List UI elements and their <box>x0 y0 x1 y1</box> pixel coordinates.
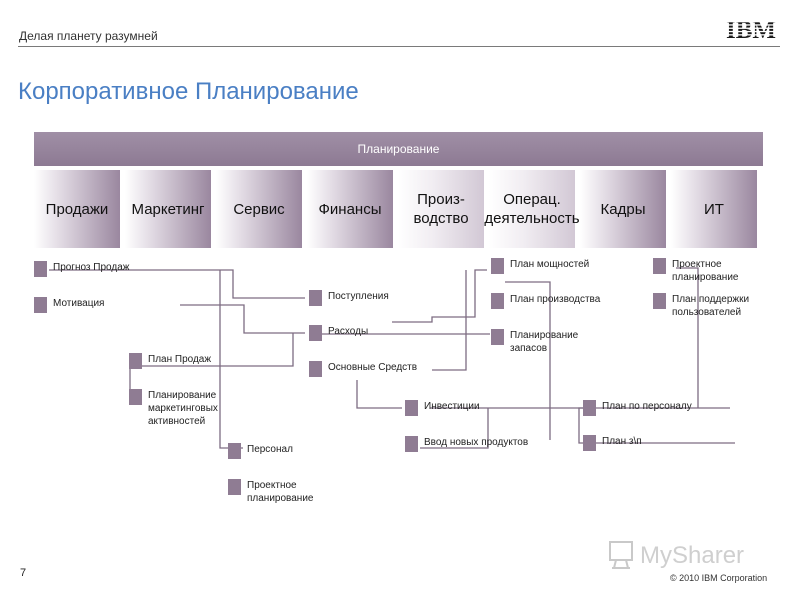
connector-line <box>505 281 551 440</box>
item-sales-plan: План Продаж <box>129 353 211 369</box>
item-sales-forecast: Прогноз Продаж <box>34 261 129 277</box>
item-label: План з\п <box>602 436 642 447</box>
dept-label: Продажи <box>45 200 109 218</box>
item-label: Проектное планирование <box>672 259 739 283</box>
item-label: Прогноз Продаж <box>53 262 130 273</box>
dept-service: Сервис <box>216 170 302 248</box>
svg-text:MySharer: MySharer <box>640 542 744 569</box>
dept-sales: Продажи <box>34 170 120 248</box>
connector-line <box>146 333 294 367</box>
copyright: © 2010 IBM Corporation <box>670 573 768 583</box>
dept-production: Произ- водство <box>398 170 484 248</box>
page-title: Корпоративное Планирование <box>18 78 359 105</box>
item-personnel: Персонал <box>228 443 293 459</box>
item-project-planning-it: Проектное планирование <box>653 258 738 284</box>
dept-label: Кадры <box>600 200 646 218</box>
item-marker <box>34 261 47 277</box>
connector-line <box>356 380 402 409</box>
item-label: План поддержки пользователей <box>672 294 750 318</box>
item-label: План по персоналу <box>602 401 692 412</box>
item-production-plan: План производства <box>491 293 600 309</box>
item-motivation: Мотивация <box>34 297 104 313</box>
item-project-planning-service: Проектное планирование <box>228 479 313 505</box>
item-expenses: Расходы <box>309 325 368 341</box>
item-label: Планирование маркетинговых активностей <box>148 390 218 427</box>
item-marker <box>34 297 47 313</box>
item-marker <box>653 258 666 274</box>
item-label: Мотивация <box>53 298 105 309</box>
item-inventory-planning: Планирование запасов <box>491 329 578 355</box>
planning-bar-label: Планирование <box>357 142 440 156</box>
item-fixed-assets: Основные Средств <box>309 361 417 377</box>
item-label: План Продаж <box>148 354 212 365</box>
item-marker <box>405 400 418 416</box>
item-marker <box>129 389 142 405</box>
dept-operations: Операц. деятельность <box>484 170 580 248</box>
connector-line <box>180 304 305 334</box>
item-label: Персонал <box>247 444 293 455</box>
item-label: Планирование запасов <box>510 330 579 354</box>
dept-label: Маркетинг <box>131 200 205 218</box>
item-label: Основные Средств <box>328 362 418 373</box>
dept-label: Произ- водство <box>413 191 469 227</box>
ibm-logo: IBM <box>724 17 779 41</box>
item-label: План мощностей <box>510 259 590 270</box>
item-label: Расходы <box>328 326 369 337</box>
item-marker <box>228 443 241 459</box>
item-marker <box>129 353 142 369</box>
planning-bar: Планирование <box>34 132 763 166</box>
header-divider <box>18 46 780 47</box>
item-user-support-plan: План поддержки пользователей <box>653 293 749 319</box>
item-marker <box>309 361 322 377</box>
page-number: 7 <box>20 567 27 579</box>
item-marker <box>491 293 504 309</box>
item-marker <box>583 435 596 451</box>
dept-label: Сервис <box>233 200 285 218</box>
item-new-products: Ввод новых продуктов <box>405 436 528 452</box>
item-marker <box>491 329 504 345</box>
item-label: Проектное планирование <box>247 480 314 504</box>
dept-finance: Финансы <box>307 170 393 248</box>
item-marker <box>583 400 596 416</box>
item-label: План производства <box>510 294 601 305</box>
monitor-icon <box>609 541 633 561</box>
connector-line <box>676 267 699 408</box>
dept-hr: Кадры <box>580 170 666 248</box>
connector-line <box>420 443 489 449</box>
connector-line <box>219 270 243 449</box>
item-marker <box>309 325 322 341</box>
connector-line <box>392 269 487 323</box>
dept-marketing: Маркетинг <box>125 170 211 248</box>
item-label: Ввод новых продуктов <box>424 437 529 448</box>
item-marker <box>653 293 666 309</box>
item-label: Поступления <box>328 291 389 302</box>
item-marker <box>228 479 241 495</box>
item-marketing-planning: Планирование маркетинговых активностей <box>129 389 218 428</box>
item-staff-plan: План по персоналу <box>583 400 692 416</box>
item-label: Инвестиции <box>424 401 480 412</box>
dept-label: Операц. деятельность <box>484 191 580 227</box>
item-investments: Инвестиции <box>405 400 480 416</box>
dept-label: Финансы <box>318 200 382 218</box>
connector-line <box>432 270 467 371</box>
dept-it: ИТ <box>671 170 757 248</box>
item-capacity-plan: План мощностей <box>491 258 589 274</box>
dept-label: ИТ <box>704 200 724 218</box>
item-marker <box>491 258 504 274</box>
watermark-logo: MySharer <box>609 541 744 569</box>
item-payroll-plan: План з\п <box>583 435 642 451</box>
tagline: Делая планету разумней <box>19 29 158 43</box>
item-marker <box>405 436 418 452</box>
item-revenues: Поступления <box>309 290 389 306</box>
connector-line <box>49 269 305 299</box>
item-marker <box>309 290 322 306</box>
